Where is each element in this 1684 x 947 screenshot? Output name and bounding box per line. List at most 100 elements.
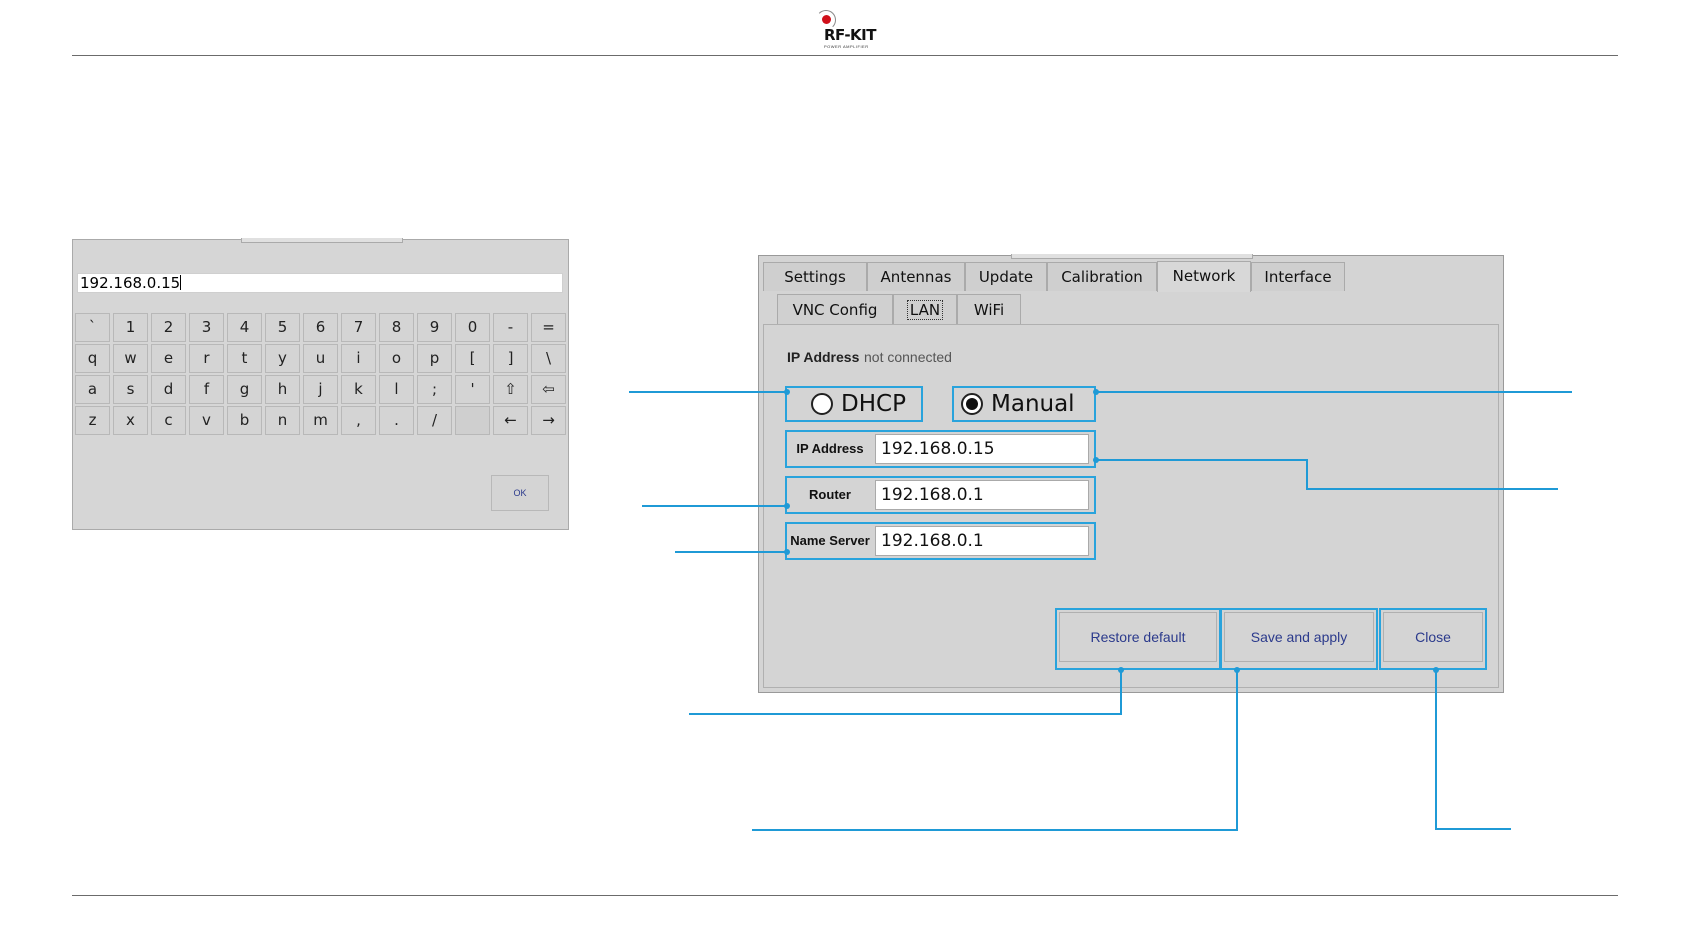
callout-ip-line-c xyxy=(1306,488,1558,490)
tab-stub xyxy=(1011,254,1253,259)
callout-close-line-b xyxy=(1435,828,1511,830)
key[interactable]: \ xyxy=(531,344,566,373)
radio-on-icon xyxy=(961,393,983,415)
key[interactable]: h xyxy=(265,375,300,404)
key[interactable]: ← xyxy=(493,406,528,435)
keyboard-tab-stub xyxy=(241,238,403,243)
key[interactable]: 9 xyxy=(417,313,452,342)
key[interactable]: ] xyxy=(493,344,528,373)
manual-label: Manual xyxy=(991,391,1075,417)
callout-save-line-b xyxy=(752,829,1238,831)
tab-update[interactable]: Update xyxy=(965,262,1047,291)
key[interactable]: , xyxy=(341,406,376,435)
callout-nameserver-line xyxy=(675,551,787,553)
key[interactable]: y xyxy=(265,344,300,373)
key[interactable]: 5 xyxy=(265,313,300,342)
tab-antennas[interactable]: Antennas xyxy=(867,262,965,291)
key[interactable]: ' xyxy=(455,375,490,404)
manual-radio[interactable]: Manual xyxy=(961,390,1075,418)
key[interactable]: w xyxy=(113,344,148,373)
name-server-field[interactable]: 192.168.0.1 xyxy=(875,526,1089,556)
callout-save-dot xyxy=(1234,667,1240,673)
callout-ip-line-b xyxy=(1306,459,1308,489)
key[interactable]: t xyxy=(227,344,262,373)
tab-settings[interactable]: Settings xyxy=(763,262,867,291)
key[interactable]: 0 xyxy=(455,313,490,342)
tab-network[interactable]: Network xyxy=(1157,261,1251,292)
text-caret xyxy=(180,275,182,290)
key[interactable]: c xyxy=(151,406,186,435)
key[interactable]: v xyxy=(189,406,224,435)
key[interactable]: j xyxy=(303,375,338,404)
key[interactable]: 1 xyxy=(113,313,148,342)
key[interactable]: 4 xyxy=(227,313,262,342)
key[interactable]: 8 xyxy=(379,313,414,342)
callout-dhcp-line xyxy=(629,391,787,393)
key[interactable]: 6 xyxy=(303,313,338,342)
tab-interface[interactable]: Interface xyxy=(1251,262,1345,291)
callout-restore-dot xyxy=(1118,667,1124,673)
key[interactable]: i xyxy=(341,344,376,373)
key[interactable]: r xyxy=(189,344,224,373)
router-field[interactable]: 192.168.0.1 xyxy=(875,480,1089,510)
callout-ip-dot xyxy=(1093,457,1099,463)
ip-status-label: IP Address xyxy=(787,349,860,365)
tab-calibration[interactable]: Calibration xyxy=(1047,262,1157,291)
subtab-vnc-config[interactable]: VNC Config xyxy=(777,294,893,324)
key[interactable]: n xyxy=(265,406,300,435)
key[interactable]: f xyxy=(189,375,224,404)
ip-address-field[interactable]: 192.168.0.15 xyxy=(875,434,1089,464)
key[interactable]: . xyxy=(379,406,414,435)
network-settings-panel: Settings Antennas Update Calibration Net… xyxy=(758,254,1504,693)
close-button[interactable]: Close xyxy=(1383,612,1483,662)
logo-brand: RF-KIT xyxy=(824,26,877,44)
key[interactable]: a xyxy=(75,375,110,404)
save-and-apply-button[interactable]: Save and apply xyxy=(1224,612,1374,662)
key[interactable]: d xyxy=(151,375,186,404)
key[interactable]: s xyxy=(113,375,148,404)
key[interactable]: z xyxy=(75,406,110,435)
keyboard-input-value: 192.168.0.15 xyxy=(80,274,181,292)
radio-off-icon xyxy=(811,393,833,415)
keyboard-text-input[interactable]: 192.168.0.15 xyxy=(77,273,563,293)
key[interactable]: o xyxy=(379,344,414,373)
key[interactable]: k xyxy=(341,375,376,404)
callout-router-dot xyxy=(784,503,790,509)
key[interactable]: u xyxy=(303,344,338,373)
ip-address-highlight xyxy=(785,430,1096,468)
key[interactable]: 3 xyxy=(189,313,224,342)
key[interactable]: / xyxy=(417,406,452,435)
key[interactable]: p xyxy=(417,344,452,373)
restore-default-button[interactable]: Restore default xyxy=(1059,612,1217,662)
key[interactable]: → xyxy=(531,406,566,435)
key[interactable]: b xyxy=(227,406,262,435)
callout-nameserver-dot xyxy=(784,549,790,555)
key[interactable]: = xyxy=(531,313,566,342)
callout-manual-line xyxy=(1096,391,1572,393)
key[interactable]: l xyxy=(379,375,414,404)
subtab-wifi[interactable]: WiFi xyxy=(957,294,1021,324)
key[interactable]: 2 xyxy=(151,313,186,342)
dhcp-radio[interactable]: DHCP xyxy=(811,390,906,418)
key[interactable]: 7 xyxy=(341,313,376,342)
key[interactable]: ⇧ xyxy=(493,375,528,404)
key[interactable]: x xyxy=(113,406,148,435)
ok-button[interactable]: OK xyxy=(491,475,549,511)
key[interactable]: e xyxy=(151,344,186,373)
callout-ip-line-a xyxy=(1096,459,1308,461)
key[interactable] xyxy=(455,406,490,435)
key[interactable]: ; xyxy=(417,375,452,404)
key[interactable]: ` xyxy=(75,313,110,342)
footer-rule xyxy=(72,895,1618,896)
header-rule xyxy=(72,55,1618,56)
key[interactable]: m xyxy=(303,406,338,435)
rf-kit-logo: RF-KIT POWER AMPLIFIER xyxy=(812,10,884,49)
key[interactable]: [ xyxy=(455,344,490,373)
key[interactable]: g xyxy=(227,375,262,404)
key[interactable]: ⇦ xyxy=(531,375,566,404)
subtab-lan[interactable]: LAN xyxy=(893,294,957,324)
dhcp-label: DHCP xyxy=(841,391,906,417)
key[interactable]: - xyxy=(493,313,528,342)
key[interactable]: q xyxy=(75,344,110,373)
